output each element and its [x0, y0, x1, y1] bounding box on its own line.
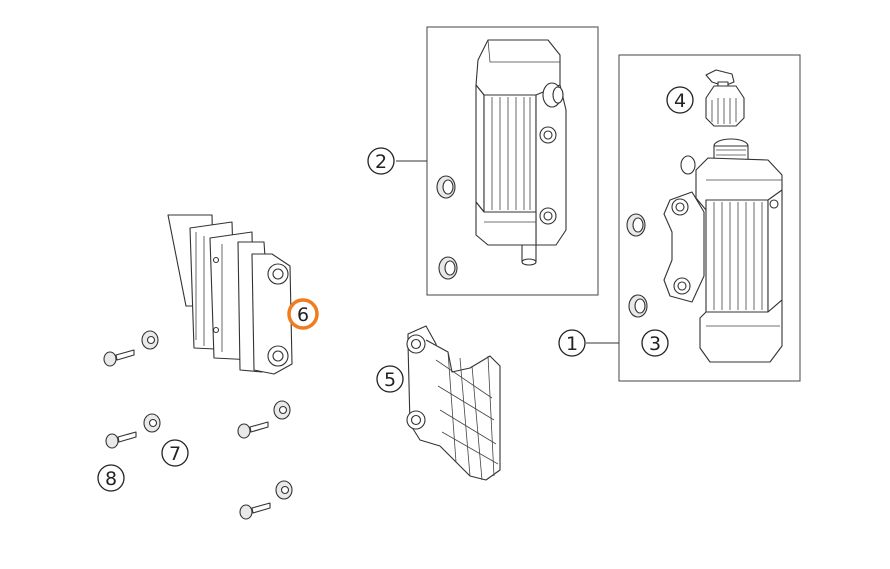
callout-8[interactable]: 8: [97, 464, 125, 492]
callout-3[interactable]: 3: [641, 329, 669, 357]
callout-4[interactable]: 4: [666, 86, 694, 114]
svg-text:5: 5: [384, 369, 396, 391]
part-1-frame: [618, 54, 801, 382]
radiator-right-icon[interactable]: [663, 138, 783, 363]
svg-text:6: 6: [297, 304, 309, 326]
callout-2[interactable]: 2: [367, 147, 395, 175]
callout-1[interactable]: 1: [558, 329, 586, 357]
svg-text:2: 2: [375, 151, 387, 173]
radiator-left-icon[interactable]: [475, 39, 567, 266]
svg-text:1: 1: [566, 333, 578, 355]
svg-text:3: 3: [649, 333, 661, 355]
callout-7[interactable]: 7: [161, 439, 189, 467]
radiator-bracket-icon[interactable]: [167, 214, 293, 375]
svg-text:8: 8: [105, 468, 117, 490]
radiator-guard-icon[interactable]: [406, 325, 501, 481]
collar-nut-icon[interactable]: [141, 330, 293, 500]
radiator-cap-icon[interactable]: [705, 69, 745, 127]
svg-text:4: 4: [674, 90, 686, 112]
flange-screw-icon[interactable]: [103, 349, 271, 520]
callout-6[interactable]: 6: [287, 298, 319, 330]
rubber-grommet-icon[interactable]: [626, 213, 648, 318]
callout-5[interactable]: 5: [376, 365, 404, 393]
rubber-grommet-icon[interactable]: [436, 175, 458, 280]
svg-text:7: 7: [169, 443, 181, 465]
